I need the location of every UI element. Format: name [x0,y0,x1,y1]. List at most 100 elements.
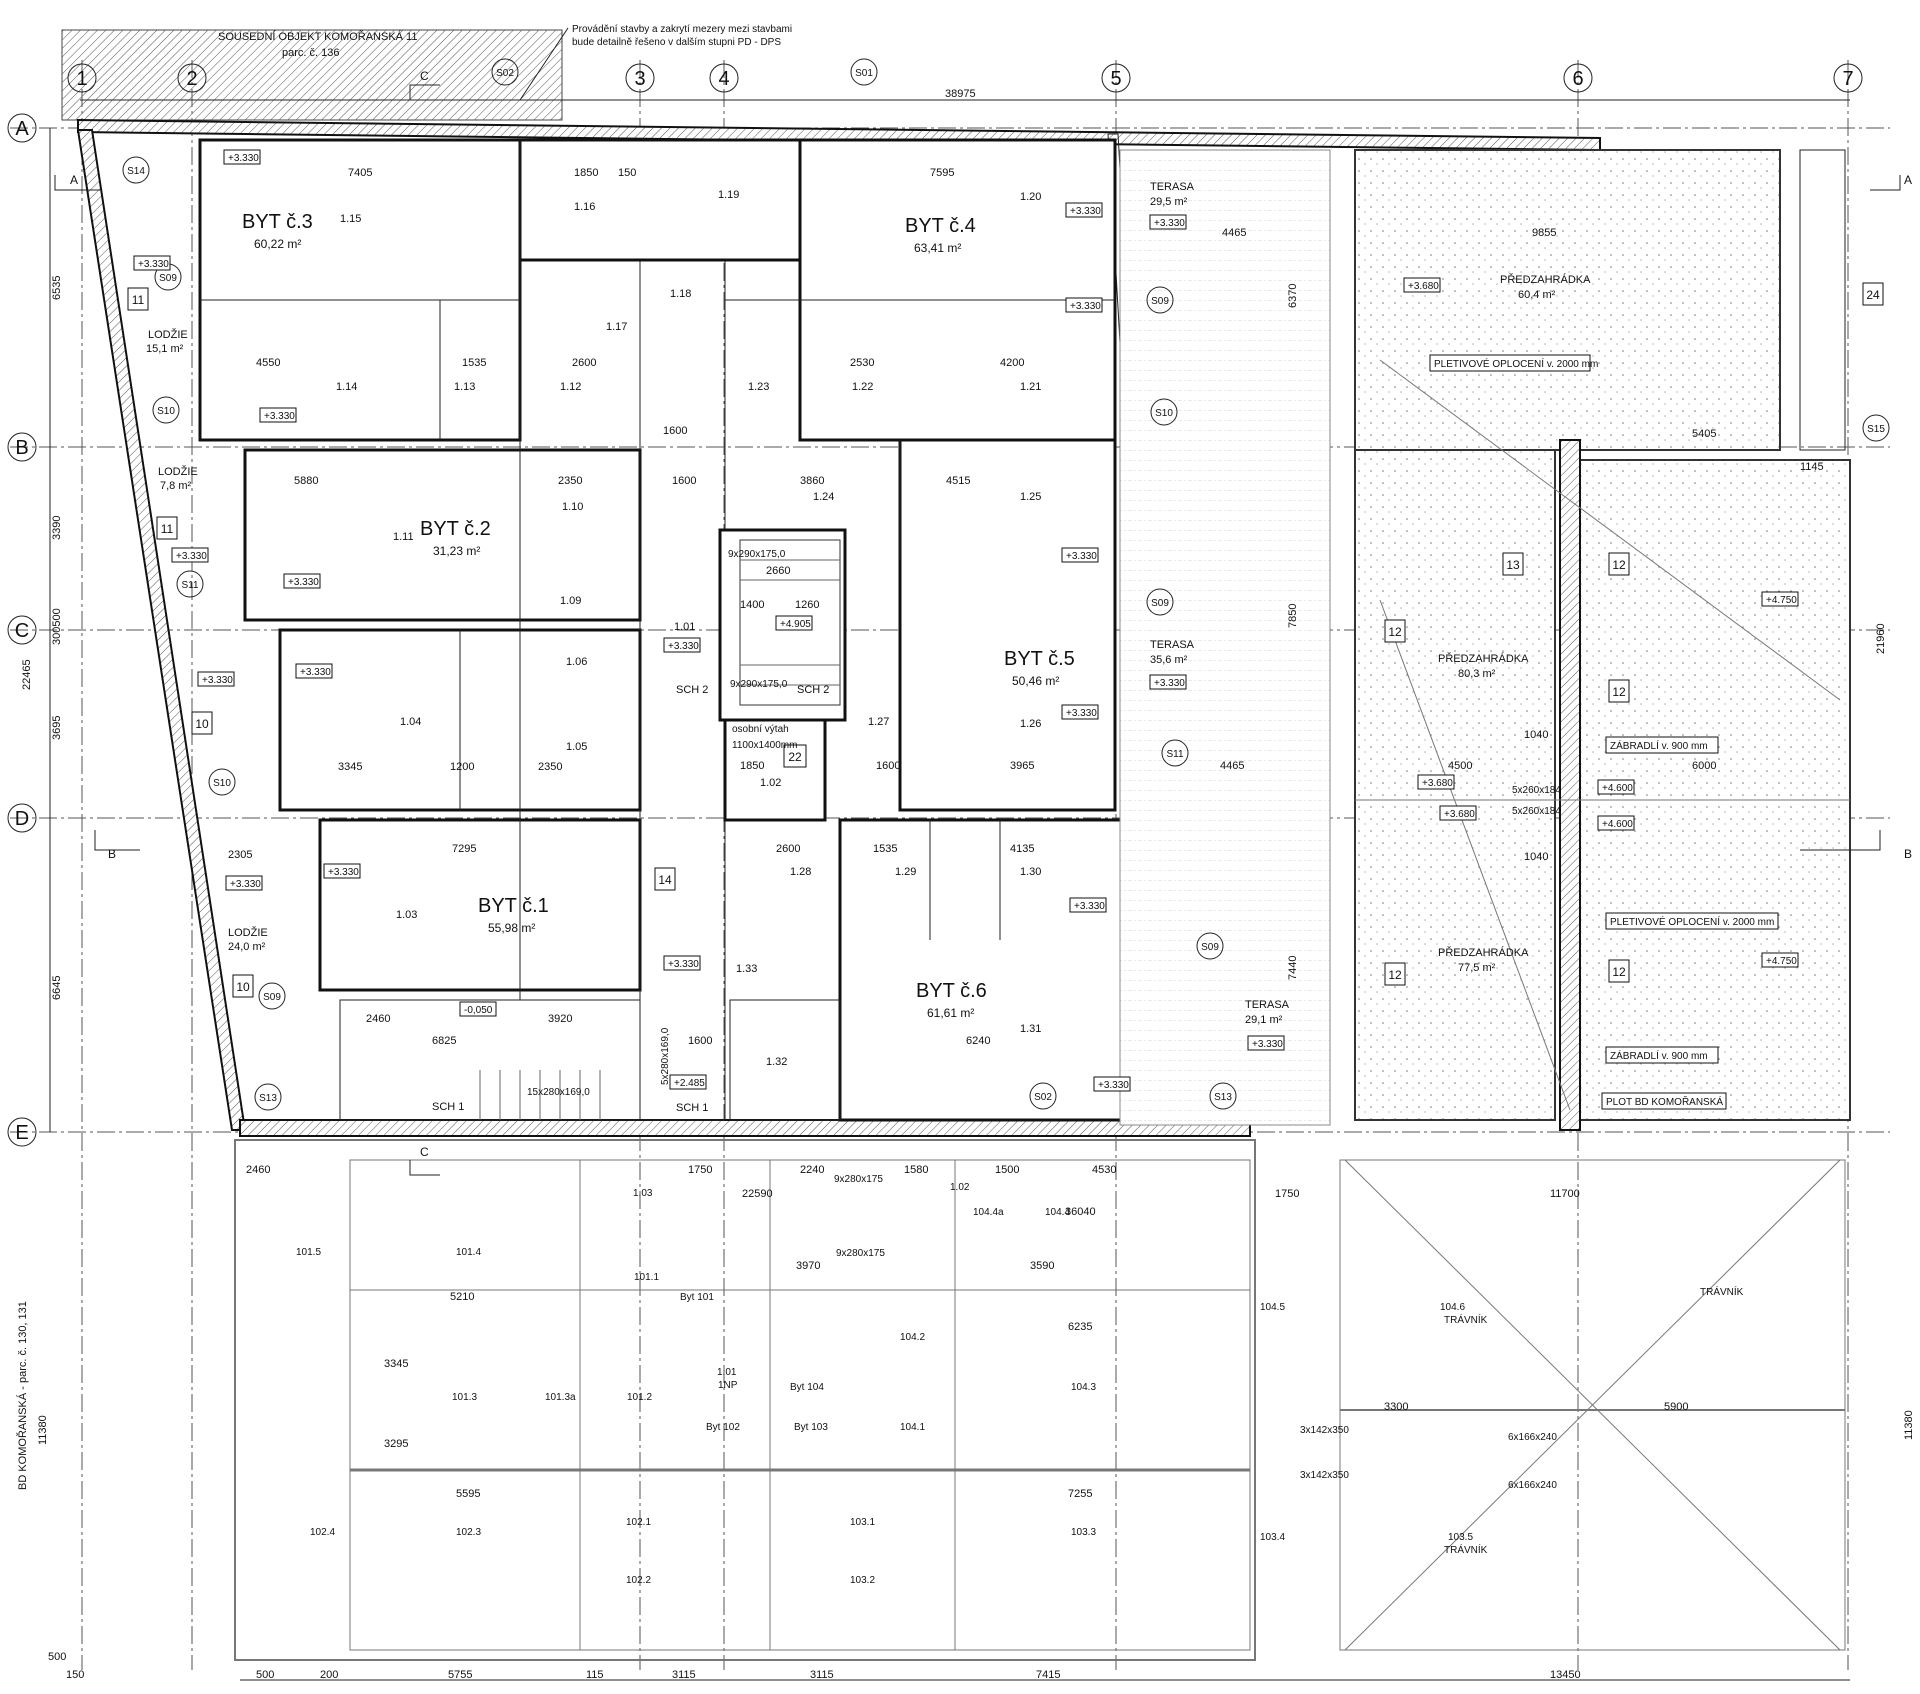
groom-103-3: 103.3 [1071,1527,1096,1538]
svg-text:4: 4 [718,68,729,90]
svg-text:7415: 7415 [1036,1669,1060,1681]
room-1-23: 1.23 [748,381,769,393]
svg-text:6240: 6240 [966,1035,990,1047]
svg-text:1535: 1535 [462,357,486,369]
svg-text:61,61 m²: 61,61 m² [927,1006,974,1020]
svg-text:5755: 5755 [448,1669,472,1681]
svg-text:+3.680: +3.680 [1444,809,1475,820]
svg-text:S10: S10 [157,406,175,417]
svg-text:+3.680: +3.680 [1408,281,1439,292]
fence-note-2: PLETIVOVÉ OPLOCENÍ v. 2000 mm [1610,915,1774,928]
outdoor-labels: LODŽIE 15,1 m² LODŽIE 7,8 m² LODŽIE 24,0… [146,181,1779,1110]
groom-101-5: 101.5 [296,1247,321,1258]
svg-text:1600: 1600 [688,1035,712,1047]
svg-text:36040: 36040 [1065,1206,1096,1218]
axis-6-bubble: 6 [1563,63,1593,93]
svg-text:+3.330: +3.330 [202,675,233,686]
svg-text:6235: 6235 [1068,1321,1092,1333]
tag-s10-b: S10 [208,768,236,796]
box-11-a: 11 [127,287,149,311]
svg-text:S11: S11 [181,580,198,591]
svg-text:7405: 7405 [348,167,372,179]
svg-text:2350: 2350 [538,761,562,773]
svg-text:5405: 5405 [1692,428,1716,440]
dimensions: 38975 7405 1850 150 7595 4550 1535 2600 … [21,88,1915,1681]
byt4-outline [798,138,1117,442]
svg-text:55,98 m²: 55,98 m² [488,921,535,935]
svg-text:11380: 11380 [37,1415,49,1445]
svg-text:+4.750: +4.750 [1766,595,1797,606]
axis-bubbles: 1 2 3 4 5 6 7 A B C D E [7,63,1863,1147]
groom-102-3: 102.3 [456,1527,481,1538]
svg-text:-0,050: -0,050 [464,1005,493,1016]
svg-text:6825: 6825 [432,1035,456,1047]
svg-text:1: 1 [76,68,87,90]
svg-text:3115: 3115 [672,1669,696,1681]
sch2-label-a: SCH 2 [676,684,708,696]
rail-note-2: ZÁBRADLÍ v. 900 mm [1610,1049,1708,1062]
ext-stair-2: 5x260x184 [1512,806,1561,817]
terasa-1: TERASA [1150,181,1195,193]
apartment-byt1: BYT č.1 55,98 m² [478,895,549,935]
garden-2-label: PŘEDZAHRÁDKA [1438,652,1529,665]
notes: SOUSEDNÍ OBJEKT KOMOŘANSKÁ 11 parc. č. 1… [16,24,792,1490]
svg-text:1500: 1500 [995,1164,1019,1176]
svg-text:7440: 7440 [1287,956,1299,980]
box-12-e: 12 [1608,959,1630,983]
room-1-31: 1.31 [1020,1023,1041,1035]
svg-text:+3.330: +3.330 [1154,678,1185,689]
svg-text:11380: 11380 [1903,1410,1915,1440]
svg-text:7: 7 [1842,68,1853,90]
svg-text:4465: 4465 [1220,760,1244,772]
svg-text:+3.330: +3.330 [668,641,699,652]
ground-floor [234,1139,1846,1661]
svg-text:+3.330: +3.330 [138,259,169,270]
svg-text:22590: 22590 [742,1188,773,1200]
apartment-labels: BYT č.360,22 m² BYT č.463,41 m² BYT č.23… [242,211,1075,1020]
svg-text:+3.330: +3.330 [668,959,699,970]
svg-text:1040: 1040 [1524,851,1548,863]
axis-5-bubble: 5 [1101,63,1131,93]
groom-1np: 1NP [718,1380,738,1391]
svg-text:+3.330: +3.330 [1098,1080,1129,1091]
tag-s11-b: S11 [1161,739,1189,767]
groom-104-5: 104.5 [1260,1302,1285,1313]
svg-text:2350: 2350 [558,475,582,487]
box-10-a: 10 [191,711,213,735]
byt1-outline [318,818,642,992]
svg-text:5595: 5595 [456,1488,480,1500]
room-1-24: 1.24 [813,491,834,503]
svg-text:1260: 1260 [795,599,819,611]
lodzie-3-area: 24,0 m² [228,941,266,953]
room-1-06: 1.06 [566,656,587,668]
neighbor-parcel: parc. č. 136 [282,47,339,59]
svg-text:6370: 6370 [1287,284,1299,308]
svg-text:22465: 22465 [21,659,33,690]
box-11-b: 11 [156,516,178,540]
svg-text:7595: 7595 [930,167,954,179]
groom-104-3: 104.3 [1071,1382,1096,1393]
byt2-outline [243,448,642,622]
room-1-11: 1.11 [393,531,414,543]
svg-text:3390: 3390 [51,516,63,540]
svg-text:S13: S13 [1214,1092,1232,1103]
neighbor-building [61,29,563,121]
apartment-byt3: BYT č.360,22 m² [242,211,313,251]
svg-text:+3.330: +3.330 [328,867,359,878]
tag-s13-a: S13 [254,1083,282,1111]
svg-text:1040: 1040 [1524,729,1548,741]
svg-text:BYT č.1: BYT č.1 [478,895,549,917]
svg-text:10: 10 [195,717,209,731]
svg-text:BYT č.4: BYT č.4 [905,215,976,237]
groom-102-4: 102.4 [310,1527,335,1538]
svg-text:7255: 7255 [1068,1488,1092,1500]
svg-text:5210: 5210 [450,1291,474,1303]
svg-text:+3.330: +3.330 [1066,708,1097,719]
svg-text:3: 3 [634,68,645,90]
svg-text:2530: 2530 [850,357,874,369]
room-1-19: 1.19 [718,189,739,201]
stairs: SCH 1 SCH 1 SCH 2 SCH 2 9x290x175,0 9x29… [432,539,1561,1491]
room-1-27: 1.27 [868,716,889,728]
wc-1-32 [729,999,841,1121]
svg-text:300500: 300500 [51,608,63,645]
